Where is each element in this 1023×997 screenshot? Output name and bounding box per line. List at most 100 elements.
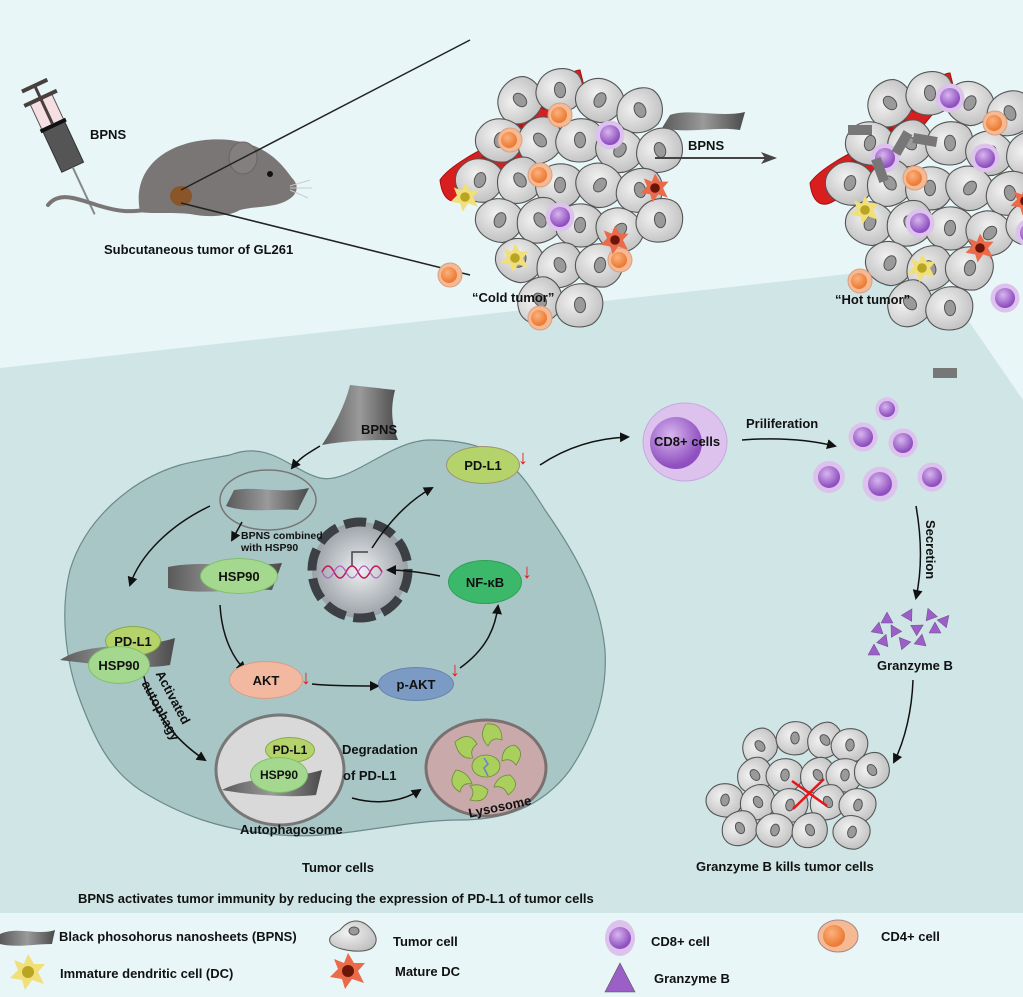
tumor-cell <box>536 242 583 289</box>
tumor-cell-nucleus <box>943 134 957 152</box>
cd8-cell-core <box>879 401 895 417</box>
tumor-cell-nucleus <box>883 255 897 271</box>
tumor-cell-nucleus <box>963 259 977 277</box>
bpns-sheet <box>871 157 889 183</box>
endosome-sheet-icon <box>226 488 309 511</box>
legend-label-cd4: CD4+ cell <box>881 929 940 944</box>
tumor-cell-nucleus <box>752 795 764 809</box>
tumor-cell <box>825 758 864 793</box>
tumor-cell-nucleus <box>754 740 766 752</box>
tumor-cell <box>616 87 663 134</box>
tumor-cell <box>755 813 794 848</box>
tumor-cell <box>555 283 604 328</box>
arrow-bpns-entry <box>290 445 321 470</box>
tumor-cell-nucleus <box>943 299 957 317</box>
cd8-cell-core <box>600 125 620 145</box>
granzyme-b-particle <box>880 611 894 624</box>
cd8-cell-core <box>893 433 913 453</box>
arrow-autophagy <box>141 667 207 762</box>
proliferation-label: Priliferation <box>746 416 819 431</box>
lysosome <box>424 718 548 818</box>
tumor-cell <box>832 815 871 850</box>
tumor-cell-nucleus <box>840 768 850 782</box>
tumor-cell-nucleus <box>790 731 800 745</box>
tumor-cell-nucleus <box>785 798 795 812</box>
tumor-cells-label: Tumor cells <box>302 860 375 875</box>
arrow-to-pdl1-hsp90-complex <box>127 505 211 587</box>
treatment-arrow-label: BPNS <box>688 138 725 153</box>
cd8-cell-core <box>1020 225 1023 241</box>
legend-cd8-core <box>609 927 631 949</box>
tumor-cell-nucleus <box>902 295 918 311</box>
cd4-cell-core <box>851 273 867 289</box>
immature-dc <box>907 253 936 283</box>
cd8-cell <box>1015 220 1023 246</box>
legend-cd4-core <box>823 925 845 947</box>
tumor-cell <box>635 197 684 243</box>
immature-dc <box>850 195 879 225</box>
tumor-cell-nucleus <box>533 212 547 228</box>
complex-hsp90-node: HSP90 <box>88 646 150 684</box>
legend-label-immature-dc: Immature dendritic cell (DC) <box>60 966 234 981</box>
nf-kb-down-arrow-icon: ↓ <box>522 561 532 583</box>
legend-label-tumor-cell: Tumor cell <box>393 934 458 949</box>
mature-dc <box>600 225 629 255</box>
kill-label: Granzyme B kills tumor cells <box>696 859 874 874</box>
cd4-cell-core <box>986 115 1002 131</box>
tumor-cell <box>636 127 683 174</box>
cd4-cell-core <box>531 310 547 326</box>
cd8-cell-core <box>550 207 570 227</box>
arrow-secretion <box>912 505 923 600</box>
tumor-cell <box>574 77 625 124</box>
mouse-caption: Subcutaneous tumor of GL261 <box>104 242 294 257</box>
tumor-cell-nucleus <box>847 825 857 839</box>
bpns-entry-sheet-icon <box>322 385 398 445</box>
legend-label-mature-dc: Mature DC <box>395 964 461 979</box>
tumor-cell-nucleus <box>593 177 607 193</box>
tumor-cell-nucleus <box>720 793 730 807</box>
cd8-cell-core <box>818 466 840 488</box>
tumor-cell-nucleus <box>533 132 547 148</box>
combined-label-line1: BPNS combined <box>241 530 323 542</box>
akt-down-arrow-icon: ↓ <box>301 667 311 689</box>
cd8-cell-core <box>940 88 960 108</box>
cd4-cell-core <box>611 252 627 268</box>
nucleus <box>307 517 413 623</box>
tumor-cell-nucleus <box>1003 184 1017 202</box>
tumor-cell-nucleus <box>863 134 877 152</box>
tumor-cell-nucleus <box>573 131 587 149</box>
tumor-cell-nucleus <box>770 823 780 837</box>
tumor-cell-nucleus <box>653 211 667 229</box>
cd8-cell-core <box>995 288 1015 308</box>
legend-immature-dc-icon <box>10 954 45 990</box>
bpns-sheet <box>912 132 938 148</box>
mouse-illustration <box>46 139 312 217</box>
tumor-cell-nucleus <box>749 769 761 781</box>
summary-caption: BPNS activates tumor immunity by reducin… <box>78 891 594 906</box>
arrow-akt-to-pakt <box>311 680 380 691</box>
cd8-cell-core <box>922 467 942 487</box>
tumor-cell-nucleus <box>804 823 816 837</box>
mature-dc <box>640 173 669 203</box>
granzyme-b-particle <box>928 621 942 634</box>
bpns-entry-label: BPNS <box>361 422 398 437</box>
combined-label-line2: with HSP90 <box>241 542 299 554</box>
endosome-vesicle <box>219 469 317 531</box>
granzyme-b-particle <box>925 607 938 622</box>
hot-tumor-cluster <box>809 71 1023 378</box>
tumor-cell <box>517 116 563 165</box>
tumor-cell <box>824 161 874 206</box>
granzyme-b-particle <box>913 633 927 647</box>
immature-dc <box>450 182 479 212</box>
legend-label-cd8: CD8+ cell <box>651 934 710 949</box>
kill-x-icon <box>791 778 828 810</box>
arrow-to-hsp90 <box>231 521 243 542</box>
bpns-sheet <box>848 125 872 135</box>
tumor-cell <box>945 165 995 212</box>
granzyme-b-particle <box>900 608 913 622</box>
granzyme-b-particle <box>898 637 912 651</box>
tumor-cell-nucleus <box>573 216 587 234</box>
cd4-cell-core <box>551 107 567 123</box>
